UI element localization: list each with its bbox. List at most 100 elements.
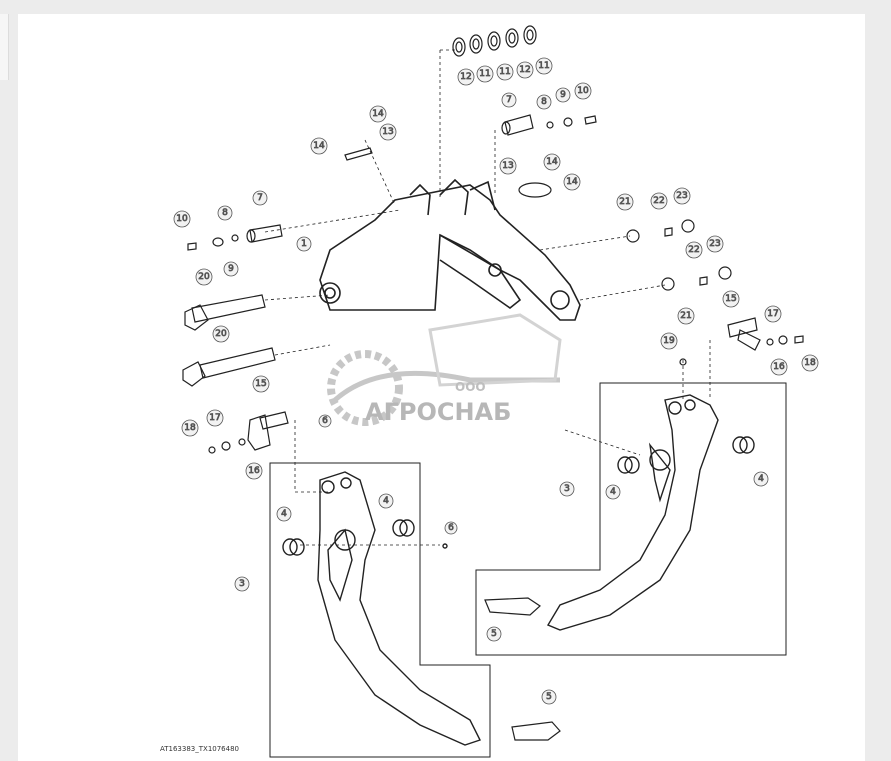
svg-text:13: 13 [382,127,393,137]
pin-7-left [246,224,283,243]
pin-7-top [501,114,534,136]
svg-text:4: 4 [610,487,616,497]
hardware-left [187,234,239,251]
svg-text:9: 9 [560,90,566,100]
svg-text:18: 18 [804,358,816,368]
svg-text:20: 20 [198,272,210,282]
svg-text:17: 17 [767,309,778,319]
callout-14: 14 [310,137,328,155]
callout-20: 20 [195,268,213,286]
svg-text:16: 16 [248,466,260,476]
pin-15-left [208,411,289,454]
svg-text:1: 1 [301,239,307,249]
svg-text:11: 11 [538,61,549,71]
shank-left-box [269,462,491,758]
svg-text:20: 20 [215,329,227,339]
callout-3: 3 [559,481,575,497]
svg-text:23: 23 [709,239,720,249]
svg-text:15: 15 [725,294,736,304]
hardware-top-right [546,115,597,129]
callout-17: 17 [764,305,782,323]
callout-12: 12 [457,68,475,86]
svg-text:14: 14 [372,109,384,119]
shank-right-box [475,382,787,656]
svg-text:17: 17 [209,413,220,423]
callout-11: 11 [476,65,494,83]
hardware-right [626,219,732,291]
svg-text:6: 6 [448,523,454,533]
callout-21: 21 [677,307,695,325]
svg-text:23: 23 [676,191,687,201]
svg-text:8: 8 [222,208,228,218]
callout-8: 8 [217,205,233,221]
callout-18: 18 [801,354,819,372]
callout-7: 7 [501,92,517,108]
svg-text:21: 21 [619,197,630,207]
watermark-logo: ООО АГРОСНАБ [327,313,562,426]
callout-7: 7 [252,190,268,206]
callout-4: 4 [378,493,394,509]
svg-text:15: 15 [255,379,266,389]
tooth-5-right [484,597,541,616]
watermark-name: АГРОСНАБ [365,398,511,426]
svg-text:12: 12 [460,72,471,82]
callout-13: 13 [499,157,517,175]
svg-text:14: 14 [546,157,558,167]
watermark-prefix: ООО [455,380,486,394]
svg-text:6: 6 [322,416,328,426]
svg-text:12: 12 [519,65,530,75]
callout-23: 23 [706,235,724,253]
svg-text:8: 8 [541,97,547,107]
svg-text:9: 9 [228,264,234,274]
diagram-canvas [18,14,865,761]
svg-text:11: 11 [479,69,490,79]
leader-lines [264,49,711,546]
svg-text:22: 22 [688,245,699,255]
callout-22: 22 [650,192,668,210]
side-tab [0,14,9,80]
callout-17: 17 [206,409,224,427]
callout-16: 16 [770,358,788,376]
svg-text:7: 7 [257,193,263,203]
svg-text:13: 13 [502,161,513,171]
callout-4: 4 [753,471,769,487]
svg-text:4: 4 [383,496,389,506]
svg-text:22: 22 [653,196,664,206]
callout-15: 15 [722,290,740,308]
callout-23: 23 [673,187,691,205]
washers-11-12 [452,25,537,57]
svg-text:7: 7 [506,95,512,105]
svg-text:14: 14 [313,141,325,151]
callout-13: 13 [379,123,397,141]
lock-plate-13-right [518,182,552,198]
svg-text:14: 14 [566,177,578,187]
svg-text:16: 16 [773,362,785,372]
callout-10: 10 [574,82,592,100]
callout-21: 21 [616,193,634,211]
callout-4: 4 [605,484,621,500]
callout-16: 16 [245,462,263,480]
callouts: 12 11 11 12 11 7 8 9 10 14 14 13 13 14 1… [173,57,819,705]
callout-1: 1 [296,236,312,252]
svg-text:10: 10 [577,86,589,96]
svg-text:19: 19 [663,336,675,346]
svg-text:11: 11 [499,67,510,77]
callout-14: 14 [369,105,387,123]
svg-text:21: 21 [680,311,691,321]
callout-18: 18 [181,419,199,437]
svg-text:4: 4 [758,474,764,484]
callout-9: 9 [555,87,571,103]
figure-reference: AT163383_TX1076480 [160,745,239,753]
callout-8: 8 [536,94,552,110]
tooth-5-left [511,721,561,741]
svg-text:18: 18 [184,423,196,433]
callout-19: 19 [660,332,678,350]
callout-5: 5 [486,626,502,642]
callout-10: 10 [173,210,191,228]
svg-text:10: 10 [176,214,188,224]
callout-5: 5 [541,689,557,705]
callout-12: 12 [516,61,534,79]
svg-text:3: 3 [239,579,245,589]
callout-11: 11 [535,57,553,75]
